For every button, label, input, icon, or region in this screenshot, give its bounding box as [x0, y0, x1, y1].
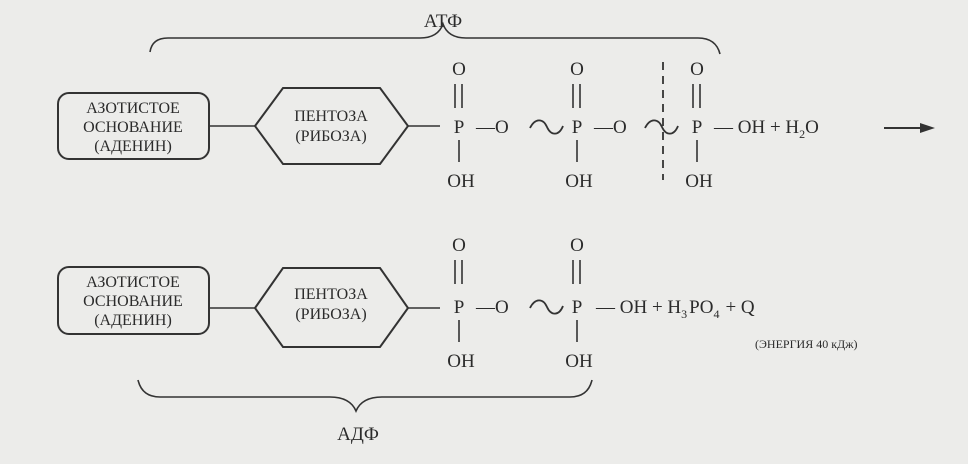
energy-note: (ЭНЕРГИЯ 40 кДж) [755, 337, 858, 351]
adp-macroergic-bond [529, 299, 564, 315]
reaction-arrow-head [920, 123, 935, 133]
adenine-text-1-line3: (АДЕНИН) [94, 138, 172, 155]
adp-phosphate1-o: O [452, 235, 466, 256]
pentose-text-1-line1: ПЕНТОЗА [294, 108, 368, 125]
adenine-box-2 [57, 266, 210, 335]
adenine-text-1-line2: ОСНОВАНИЕ [83, 119, 183, 136]
pentose-text-2-line2: (РИБОЗА) [295, 306, 366, 323]
adp-label: АДФ [337, 424, 379, 445]
phosphate3-p: P [692, 117, 703, 138]
atp-label: АТФ [424, 11, 462, 32]
pentose-text-1-line2: (РИБОЗА) [295, 128, 366, 145]
adenine-text-2-line2: ОСНОВАНИЕ [83, 293, 183, 310]
adenine-text-2-line1: АЗОТИСТОЕ [86, 274, 180, 291]
phosphate3-o: O [690, 59, 704, 80]
phosphate1-p: P [454, 117, 465, 138]
phosphate2-o: O [570, 59, 584, 80]
phosphate3-oh: OH [685, 171, 713, 192]
adp-phosphate2-o: O [570, 235, 584, 256]
adp-row: АЗОТИСТОЕ ОСНОВАНИЕ (АДЕНИН) ПЕНТОЗА (РИ… [57, 235, 858, 372]
phosphate1-o: O [452, 59, 466, 80]
phosphate2-bridge-o: —O [593, 117, 627, 138]
atp-row: АЗОТИСТОЕ ОСНОВАНИЕ (АДЕНИН) ПЕНТОЗА (РИ… [57, 59, 935, 192]
phosphate1-bridge-o: —O [475, 117, 509, 138]
adp-phosphate2-p: P [572, 297, 583, 318]
adp-phosphate1-p: P [454, 297, 465, 318]
macroergic-bond-1 [529, 119, 564, 135]
adenine-text-2-line3: (АДЕНИН) [94, 312, 172, 329]
atp-brace [149, 21, 721, 55]
adp-phosphate1-bridge-o: —O [475, 297, 509, 318]
macroergic-bond-2 [644, 119, 679, 135]
pentose-text-2-line1: ПЕНТОЗА [294, 286, 368, 303]
phosphate1-oh: OH [447, 171, 475, 192]
phosphate2-oh: OH [565, 171, 593, 192]
pentose-hexagon-1 [253, 87, 410, 165]
adp-phosphate1-oh: OH [447, 351, 475, 372]
adp-phosphate2-oh: OH [565, 351, 593, 372]
atp-tail: — OH + H2O [713, 117, 819, 141]
phosphate2-p: P [572, 117, 583, 138]
adp-brace [137, 379, 593, 414]
adenine-text-1-line1: АЗОТИСТОЕ [86, 100, 180, 117]
